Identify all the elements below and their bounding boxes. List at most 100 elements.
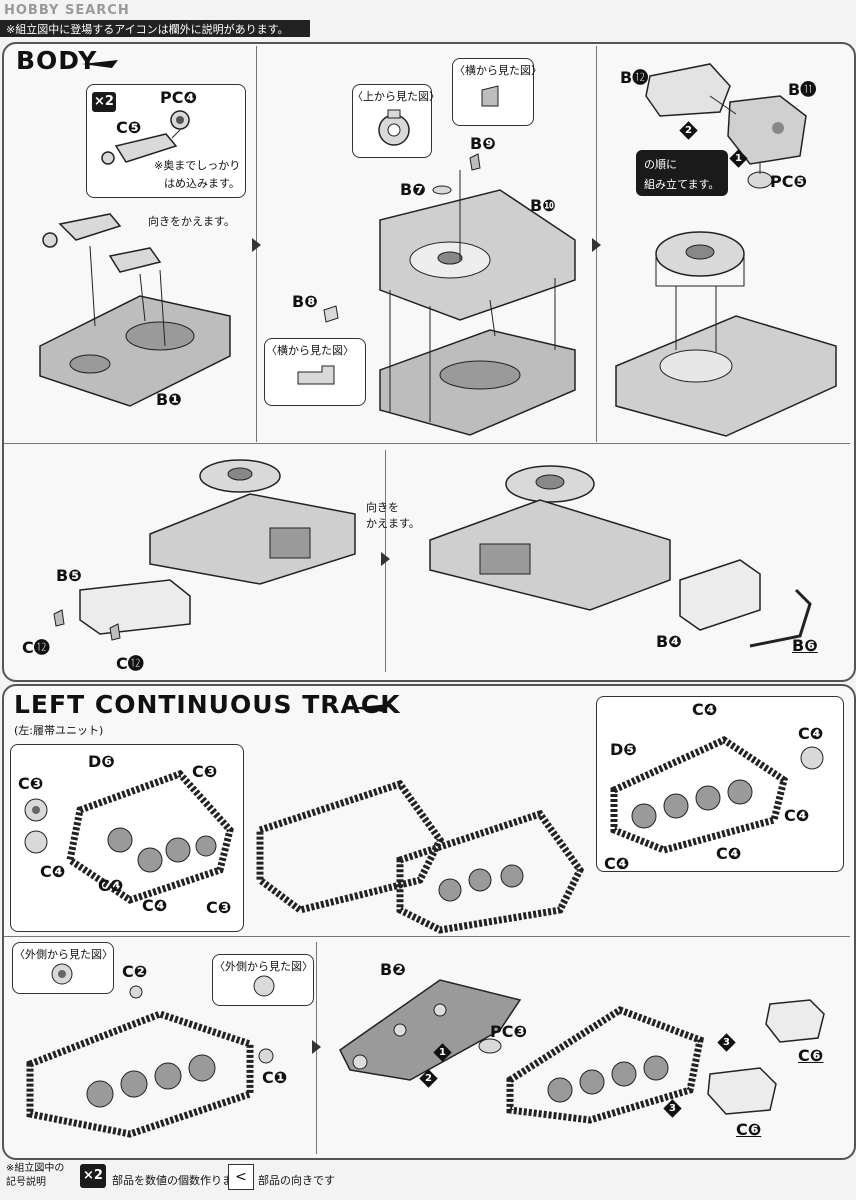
label-pc5: PC❺: [770, 172, 808, 191]
label-c1: C❶: [262, 1068, 288, 1087]
label-c6-b: C❻: [736, 1120, 762, 1139]
legend-text-direction: 部品の向きです: [258, 1174, 335, 1187]
label-stepB-d5: D❺: [610, 740, 637, 759]
label-c12-b: C⓬: [116, 654, 144, 673]
label-b2: B❷: [380, 960, 406, 979]
body-side-illustration: [149, 459, 356, 585]
side-view-b-title: 〈横から見た図〉: [266, 344, 354, 357]
c5-part-illustration: [101, 110, 190, 165]
track-stepC-illustration: [26, 985, 274, 1138]
step-number-1a: 1: [735, 153, 742, 164]
step-number-2a: 2: [685, 125, 692, 136]
flow-arrow-2: [592, 238, 601, 252]
note-turn: 向きをかえます。: [148, 215, 235, 228]
label-stepA-c3-a: C❸: [18, 774, 44, 793]
order-note-line1: の順に: [644, 158, 677, 171]
qty-badge: ×2: [92, 92, 116, 112]
side-view-a-title: 〈横から見た図〉: [454, 64, 542, 77]
turn-note-line2: かえます。: [366, 517, 420, 530]
track-stepB-illustration: [610, 736, 788, 854]
c6-parts-illustration: [707, 999, 825, 1115]
label-b4: B❹: [656, 632, 682, 651]
watermark: HOBBY SEARCH: [4, 3, 130, 18]
notice-text: ※組立図中に登場するアイコンは欄外に説明があります。: [6, 23, 289, 36]
body-upper-lower-illustration: [323, 153, 576, 436]
label-stepA-c4-c: C❹: [142, 896, 168, 915]
label-b1: B❶: [156, 390, 182, 409]
divider-h1: [4, 443, 850, 444]
notice-bar: [0, 20, 310, 37]
outer-view-b-title: 〈外側から見た図〉: [214, 960, 313, 973]
label-c12-a: C⓬: [22, 638, 50, 657]
top-view-title: 〈上から見た図〉: [352, 90, 440, 103]
label-c6-a: C❻: [798, 1046, 824, 1065]
stepD-number-3b: 3: [669, 1103, 676, 1114]
track-stepD-illustration: [506, 1006, 705, 1124]
track-stepA-illustration: [66, 769, 234, 904]
label-stepA-c4-a: C❹: [40, 862, 66, 881]
label-pc4: PC❹: [160, 88, 198, 107]
note-insert-1: ※奥までしっかり: [154, 159, 241, 172]
turret-subassembly-illustration: [645, 63, 807, 189]
stepD-number-3a: 3: [723, 1037, 730, 1048]
c1-outer-view: [253, 975, 275, 997]
label-c2: C❷: [122, 962, 148, 981]
note-insert-2: はめ込みます。: [164, 177, 240, 190]
order-note-box: [636, 150, 728, 196]
flow-arrow-4: [312, 1040, 321, 1054]
legend-icon-direction: <: [228, 1164, 254, 1190]
label-stepB-c4-bottom: C❹: [716, 844, 742, 863]
outer-view-b-callout: [212, 954, 314, 1006]
legend-icon-qty: ×2: [80, 1164, 106, 1188]
label-stepB-c4-mid: C❹: [784, 806, 810, 825]
label-b5: B❺: [56, 566, 82, 585]
track-section-subtitle: (左:履帯ユニット): [14, 724, 104, 737]
legend-text-qty: 部品を数値の個数作ります: [112, 1174, 244, 1187]
body-rear-illustration: [429, 465, 671, 611]
c4-wheel-part: [800, 746, 824, 770]
body-section-title: BODY: [16, 46, 98, 75]
turn-note-line1: 向きを: [366, 501, 399, 514]
b5-part-illustration: [53, 579, 191, 641]
label-stepB-c4-top: C❹: [692, 700, 718, 719]
label-stepA-c4-b: C❹: [98, 876, 124, 895]
label-stepB-c4-right: C❹: [798, 724, 824, 743]
pc3-part: [478, 1038, 502, 1054]
label-stepA-c3-c: C❸: [206, 898, 232, 917]
label-b10: B❿: [530, 196, 556, 215]
track-pair-illustration: [256, 779, 585, 934]
label-b12: B⓬: [620, 68, 649, 87]
label-stepA-d6: D❻: [88, 752, 115, 771]
c3-c4-wheel-parts: [24, 798, 48, 854]
label-b11: B⓫: [788, 80, 817, 99]
legend-title-line2: 記号説明: [6, 1177, 46, 1188]
body-base-illustration: [39, 213, 231, 407]
b9-side-view: [481, 85, 499, 107]
title-swoosh: [82, 60, 118, 68]
flow-arrow-3: [381, 552, 390, 566]
order-note-line2: 組み立てます。: [644, 178, 720, 191]
divider-h2: [4, 936, 850, 937]
b7-top-view: [378, 109, 410, 146]
outer-view-a-title: 〈外側から見た図〉: [14, 948, 113, 961]
track-title-swoosh: [350, 704, 390, 712]
b2-frame-illustration: [339, 979, 522, 1081]
label-b9: B❾: [470, 134, 496, 153]
label-pc3: PC❸: [490, 1022, 528, 1041]
track-section-title: LEFT CONTINUOUS TRACK: [14, 690, 401, 719]
stepD-number-2: 2: [425, 1073, 432, 1084]
label-b6: B❻: [792, 636, 818, 655]
stepD-number-1: 1: [439, 1047, 446, 1058]
b8-side-view: [297, 365, 335, 385]
label-stepA-c3-b: C❸: [192, 762, 218, 781]
b4-b6-parts-illustration: [679, 559, 812, 648]
label-b7: B❼: [400, 180, 426, 199]
label-b8: B❽: [292, 292, 318, 311]
body-with-turret-illustration: [615, 231, 837, 437]
flow-arrow-1: [252, 238, 261, 252]
legend-title-line1: ※組立図中の: [6, 1163, 65, 1174]
label-c5: C❺: [116, 118, 142, 137]
c2-outer-view: [51, 963, 73, 985]
label-stepB-c4-left: C❹: [604, 854, 630, 873]
